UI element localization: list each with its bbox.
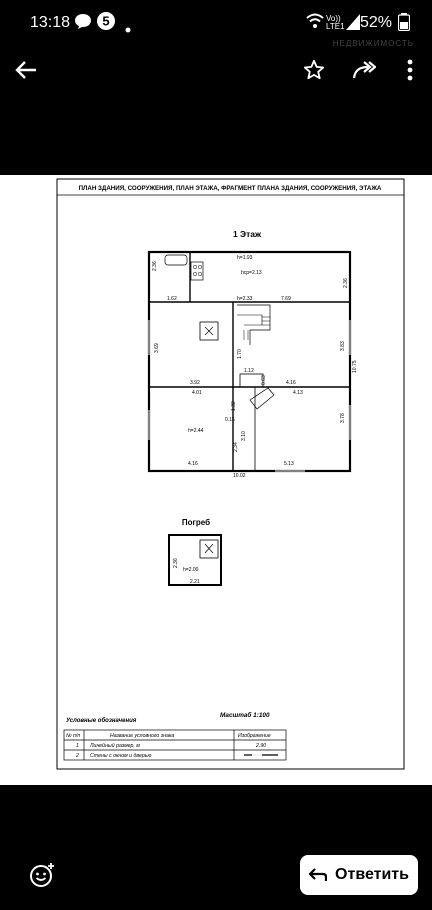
floor-plan-drawing: ПЛАН ЗДАНИЯ, СООРУЖЕНИЯ, ПЛАН ЭТАЖА, ФРА… — [56, 178, 405, 770]
status-bar: 13:18 5 Vo)) LTE1 52% — [0, 0, 432, 46]
emoji-button[interactable] — [22, 855, 62, 895]
dim-label: 2.36 — [173, 558, 179, 568]
legend-row-name: Линейный размер, м — [89, 742, 140, 749]
favorite-button[interactable] — [296, 52, 332, 88]
forward-button[interactable] — [346, 52, 382, 88]
signal-icon — [346, 14, 360, 35]
dim-label: 5.13 — [284, 461, 294, 467]
dim-label: 10.02 — [233, 473, 246, 479]
cellar-title: Погреб — [182, 518, 210, 527]
dot-icon — [125, 20, 131, 38]
lte-label: LTE1 — [326, 22, 345, 31]
legend-title: Условные обозначения — [66, 717, 137, 724]
status-time: 13:18 — [30, 14, 71, 31]
legend-header-num: № п/п — [66, 733, 80, 739]
dim-label: h=2.33 — [237, 296, 253, 302]
dim-label: 1.12 — [244, 368, 254, 374]
legend-header-name: Название условного знака — [110, 733, 174, 739]
volte-indicator: Vo)) LTE1 — [326, 15, 345, 31]
dim-label: 3.83 — [340, 341, 346, 351]
dim-label: 1.32 — [231, 401, 237, 411]
plan-header: ПЛАН ЗДАНИЯ, СООРУЖЕНИЯ, ПЛАН ЭТАЖА, ФРА… — [79, 185, 382, 192]
reply-arrow-icon — [309, 868, 328, 881]
dim-label: 7.69 — [281, 296, 291, 302]
battery-percent: 52% — [359, 14, 392, 31]
dim-label: 4.16 — [188, 461, 198, 467]
notification-count: 5 — [102, 14, 109, 29]
volte-label: Vo)) — [326, 14, 341, 23]
star-icon — [303, 59, 325, 80]
dim-label: 3.78 — [340, 413, 346, 423]
dim-label: 4.01 — [192, 390, 202, 396]
dim-label: 2.36 — [343, 278, 349, 288]
dim-label: 2.34 — [233, 442, 239, 452]
watermark-text: НЕДВИЖИМОСТЬ — [332, 39, 414, 48]
dim-label: 1.70 — [237, 349, 243, 359]
viewer-toolbar — [0, 46, 432, 94]
dim-label: 2.21 — [190, 579, 200, 585]
floor-plan-image[interactable]: НЕДВИЖИМОСТЬ ПЛАН ЗДАНИЯ, СООРУЖЕНИЯ, ПЛ… — [0, 39, 432, 785]
floor-title: 1 Этаж — [233, 229, 262, 239]
dim-label: 3.92 — [190, 380, 200, 386]
bottom-bar: Ответить — [0, 845, 432, 910]
dim-label: h=2.44 — [188, 428, 204, 434]
back-arrow-icon — [15, 61, 36, 79]
reply-label: Ответить — [335, 866, 409, 883]
legend-row-image: 2.90 — [255, 743, 266, 749]
legend-header-image: Изображение — [238, 733, 271, 739]
chat-bubble-icon — [74, 12, 92, 35]
forward-icon — [352, 61, 376, 79]
dim-label: 3.10 — [241, 431, 247, 441]
dim-label: 2.36 — [152, 261, 158, 271]
dim-label: 10.75 — [352, 360, 358, 373]
dim-label: 1.62 — [167, 296, 177, 302]
dim-label: 4.16 — [286, 380, 296, 386]
dim-label: 0.15 — [225, 417, 235, 423]
legend-row-num: 2 — [75, 753, 79, 759]
legend-row-num: 1 — [76, 743, 79, 749]
dim-label: h=2.00 — [183, 567, 199, 573]
notification-count-icon: 5 — [96, 11, 116, 36]
reply-button[interactable]: Ответить — [300, 855, 418, 895]
battery-icon — [397, 13, 411, 36]
emoji-icon — [30, 863, 54, 887]
legend-row-name: Стены с окном и дверью — [90, 753, 151, 759]
dim-label: 3.69 — [154, 343, 160, 353]
scale-label: Масштаб 1:100 — [220, 711, 270, 719]
dim-label: hср=2.13 — [241, 270, 262, 276]
more-options-button[interactable] — [392, 52, 428, 88]
dim-label: h=1.93 — [237, 255, 253, 261]
more-vert-icon — [407, 59, 413, 81]
dim-label: 4.13 — [293, 390, 303, 396]
wifi-icon — [306, 13, 324, 34]
dim-label: 0.63 — [261, 375, 267, 385]
back-button[interactable] — [8, 52, 44, 88]
